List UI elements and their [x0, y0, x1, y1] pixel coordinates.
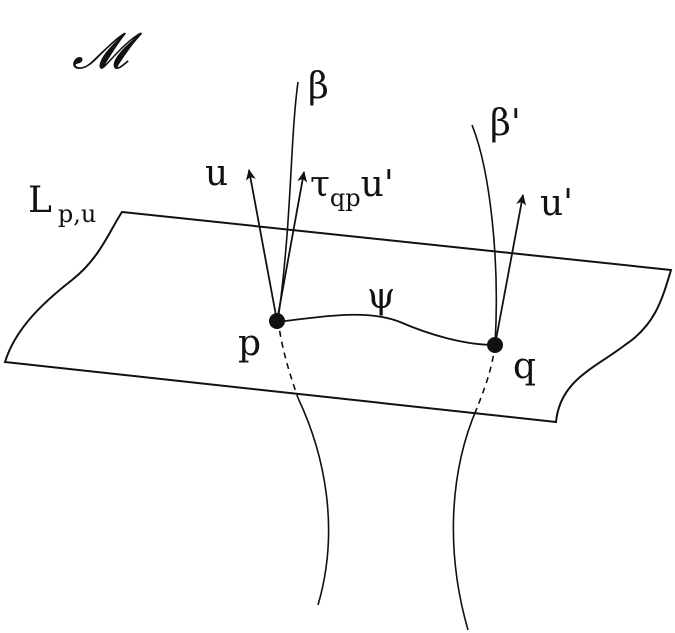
leaf-label-subscript: p,u: [58, 200, 96, 228]
vector-transported-main: τ: [310, 164, 330, 205]
point-p-label: p: [238, 323, 261, 364]
vector-transported-arrow: [276, 171, 308, 322]
curve-beta-hidden: [277, 319, 299, 399]
curve-beta-prime-upper: [471, 124, 498, 346]
curve-beta-prime-lower: [452, 407, 478, 631]
curve-beta-prime-hidden: [476, 344, 496, 409]
vector-u-prime-arrow: [494, 194, 527, 346]
path-psi: [277, 313, 496, 346]
vector-transported-subscript: qp: [330, 184, 361, 212]
manifold-label: 𝓜: [72, 22, 143, 80]
point-q-dot: [487, 337, 503, 353]
vector-u-prime-label: u': [540, 183, 573, 224]
point-q-label: q: [513, 346, 536, 387]
path-psi-label: ψ: [367, 276, 395, 317]
vector-u-label: u: [205, 153, 228, 194]
curve-beta-label: β: [308, 66, 329, 107]
point-p-dot: [269, 313, 285, 329]
curve-beta-upper: [277, 81, 299, 321]
leaf-label-main: L: [28, 180, 52, 221]
curve-beta-prime-label: β': [490, 103, 521, 144]
vector-transported-label: τqpu': [310, 164, 394, 212]
leaf-sheet: [3, 210, 673, 424]
vector-transported-tail: u': [361, 164, 394, 205]
curve-beta-lower: [297, 397, 330, 606]
vector-u-arrow: [245, 169, 278, 322]
